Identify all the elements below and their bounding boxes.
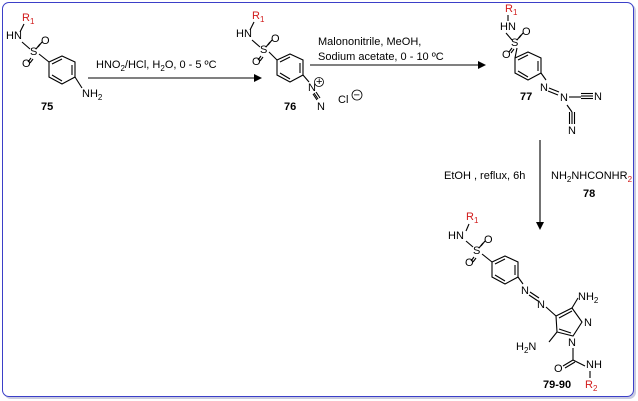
compound-76: HN R1 S O O N + N 76 Cl − [236, 10, 363, 113]
scheme-frame [2, 2, 634, 397]
plus-sign: + [316, 76, 322, 88]
r2-label-79: R2 [585, 379, 598, 393]
oxygen-77b: O [502, 49, 511, 61]
reaction-arrow-2: Malononitrile, MeOH, Sodium acetate, 0 -… [310, 36, 486, 69]
compound-number-78: 78 [583, 188, 595, 200]
minus-charge-icon [351, 89, 363, 101]
compound-number-77: 77 [520, 91, 532, 103]
nh-label-79: HN [448, 230, 464, 242]
r1-label-76: R1 [252, 10, 265, 24]
compound-79-90: HN R1 S O O N N NH2 N H2N N O [448, 211, 602, 393]
sulfur-79: S [473, 245, 480, 257]
compound-number-76: 76 [284, 101, 296, 113]
sulfur-76: S [260, 44, 267, 56]
compound-number-75: 75 [41, 101, 53, 113]
ring-n1-79: N [568, 337, 576, 349]
azo-n1-79: N [521, 285, 529, 297]
oxygen-77a: O [522, 26, 531, 38]
nh-label-75: HN [6, 30, 22, 42]
reagents-step-1: HNO2/HCl, H2O, 0 - 5 ºC [96, 59, 217, 73]
compound-number-79-90: 79-90 [543, 379, 571, 391]
oxygen-79b: O [465, 257, 474, 269]
nh2-label-79a: NH2 [578, 291, 599, 305]
azo-n2-79: N [537, 299, 545, 311]
n-plus-76: N [308, 82, 316, 94]
r1-label-79: R1 [466, 211, 479, 225]
nh-label-76: HN [236, 28, 252, 40]
compound-75: HN R1 S O O NH2 75 [6, 12, 103, 113]
compound-77: HN R1 S O O N N N N 77 [500, 3, 602, 137]
nh-label-77: HN [500, 21, 516, 33]
oxygen-76b: O [252, 56, 261, 68]
reagents-step-2-line-2: Sodium acetate, 0 - 10 ºC [318, 51, 444, 63]
nh2-label-79b: H2N [516, 341, 536, 355]
ring-n-79: N [584, 317, 592, 329]
azo-n2-77: N [560, 92, 568, 104]
minus-sign: − [354, 90, 360, 102]
r1-label-77: R1 [505, 3, 518, 17]
sulfur-77: S [511, 37, 518, 49]
amide-nh-79: NH [586, 359, 602, 371]
nh2-label-75: NH2 [82, 88, 103, 102]
carbonyl-oxygen-79: O [554, 363, 563, 375]
reaction-arrow-3: EtOH , reflux, 6h NH2NHCONHR2 78 [444, 140, 633, 230]
n-terminal-76: N [317, 101, 325, 113]
reagents-step-3-left: EtOH , reflux, 6h [444, 170, 525, 182]
cyano-n-77b: N [568, 125, 576, 137]
reagents-step-2-line-1: Malononitrile, MeOH, [318, 36, 421, 48]
oxygen-75a: O [41, 35, 50, 47]
oxygen-79a: O [484, 234, 493, 246]
plus-charge-icon [314, 77, 324, 87]
sulfur-75: S [30, 46, 37, 58]
reagents-step-3-right: NH2NHCONHR2 [551, 170, 633, 184]
reaction-arrow-1: HNO2/HCl, H2O, 0 - 5 ºC [88, 59, 262, 82]
chloride-label: Cl [338, 94, 348, 106]
r1-label-75: R1 [22, 12, 35, 26]
oxygen-76a: O [271, 33, 280, 45]
cyano-n-77a: N [594, 91, 602, 103]
oxygen-75b: O [22, 58, 31, 70]
azo-n1-77: N [540, 82, 548, 94]
